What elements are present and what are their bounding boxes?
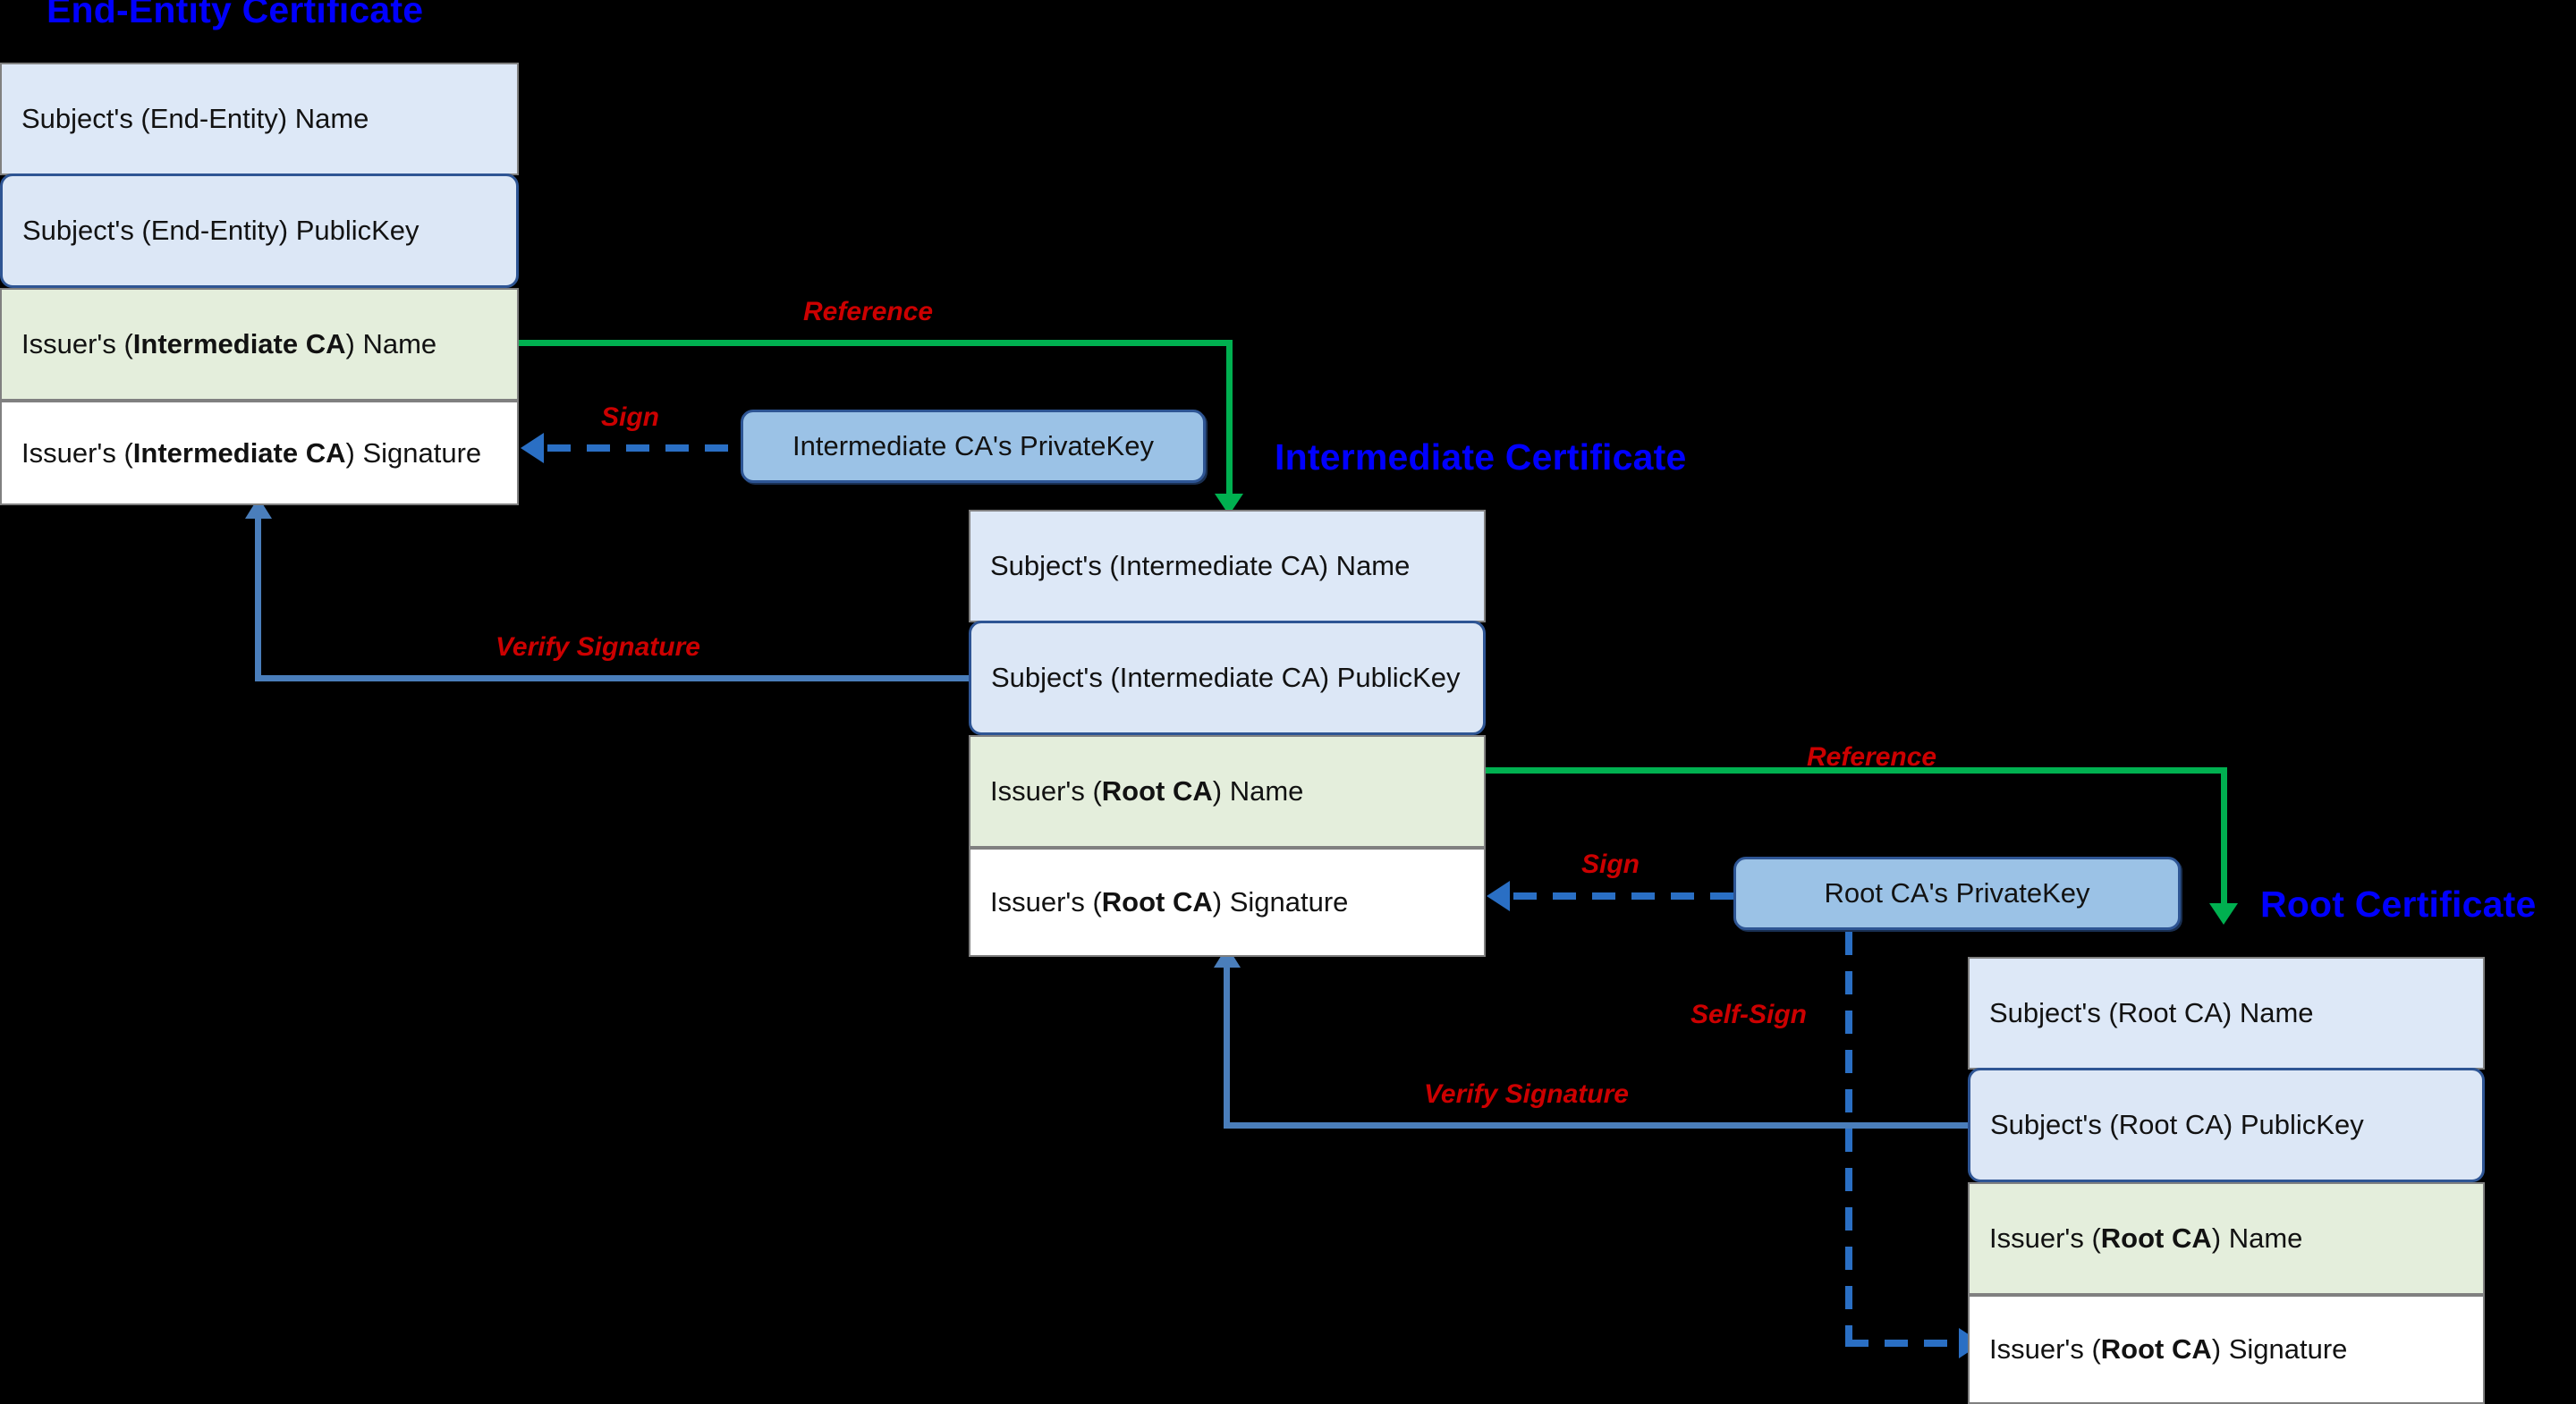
edge-label-sign-2: Sign [1581, 850, 1640, 879]
sign-arrowhead-1 [521, 433, 544, 463]
certificate-intermediate: Subject's (Intermediate CA) Name Subject… [969, 510, 1486, 957]
cert-row-intermediate-subject-publickey[interactable]: Subject's (Intermediate CA) PublicKey [969, 621, 1486, 735]
cert-row-intermediate-subject-name[interactable]: Subject's (Intermediate CA) Name [969, 510, 1486, 622]
cert-row-root-issuer-name[interactable]: Issuer's (Root CA) Name [1968, 1182, 2485, 1295]
row-text: Issuer's (Intermediate CA) Name [21, 328, 437, 359]
edge-label-verify-2: Verify Signature [1424, 1079, 1629, 1109]
row-text: Issuer's (Root CA) Name [990, 775, 1304, 807]
self-sign-dashed-horizontal [1845, 1340, 1965, 1347]
edge-label-sign-1: Sign [601, 402, 659, 432]
cert-title-intermediate: Intermediate Certificate [1275, 436, 1687, 478]
verify-line-horizontal-1 [255, 675, 970, 681]
cert-row-end-entity-subject-name[interactable]: Subject's (End-Entity) Name [0, 63, 519, 175]
row-text: Subject's (Intermediate CA) PublicKey [991, 662, 1461, 693]
reference-line-vertical-1 [1226, 340, 1233, 496]
cert-row-root-subject-publickey[interactable]: Subject's (Root CA) PublicKey [1968, 1068, 2485, 1182]
self-sign-dashed-vertical [1845, 932, 1852, 1343]
sign-arrowhead-2 [1487, 881, 1510, 911]
edge-label-reference-1: Reference [803, 297, 934, 326]
row-text: Subject's (End-Entity) PublicKey [22, 215, 419, 246]
reference-line-horizontal-2 [1483, 767, 2227, 774]
privatekey-intermediate-ca[interactable]: Intermediate CA's PrivateKey [741, 410, 1206, 483]
reference-arrowhead-2 [2209, 903, 2238, 925]
row-text: Issuer's (Root CA) Name [1989, 1222, 2303, 1254]
cert-row-end-entity-issuer-signature[interactable]: Issuer's (Intermediate CA) Signature [0, 401, 519, 505]
cert-row-end-entity-issuer-name[interactable]: Issuer's (Intermediate CA) Name [0, 288, 519, 401]
row-text: Subject's (Root CA) PublicKey [1990, 1109, 2364, 1140]
sign-dashed-line-1 [547, 444, 744, 452]
verify-line-vertical-1 [255, 517, 261, 678]
sign-dashed-line-2 [1513, 892, 1737, 900]
verify-line-vertical-2 [1224, 966, 1230, 1125]
row-text: Issuer's (Intermediate CA) Signature [21, 436, 482, 469]
cert-row-intermediate-issuer-signature[interactable]: Issuer's (Root CA) Signature [969, 848, 1486, 957]
row-text: Issuer's (Root CA) Signature [990, 886, 1349, 918]
cert-title-end-entity: End-Entity Certificate [47, 0, 424, 30]
privatekey-label: Root CA's PrivateKey [1824, 877, 2090, 909]
reference-line-vertical-2 [2221, 767, 2227, 906]
cert-row-root-issuer-signature[interactable]: Issuer's (Root CA) Signature [1968, 1295, 2485, 1404]
cert-title-root: Root Certificate [2260, 884, 2537, 925]
row-text: Subject's (End-Entity) Name [21, 103, 369, 134]
cert-row-end-entity-subject-publickey[interactable]: Subject's (End-Entity) PublicKey [0, 173, 519, 288]
edge-label-reference-2: Reference [1807, 742, 1937, 772]
cert-row-root-subject-name[interactable]: Subject's (Root CA) Name [1968, 957, 2485, 1070]
edge-label-self-sign: Self-Sign [1690, 1000, 1808, 1029]
privatekey-label: Intermediate CA's PrivateKey [792, 430, 1154, 461]
cert-row-intermediate-issuer-name[interactable]: Issuer's (Root CA) Name [969, 735, 1486, 848]
privatekey-root-ca[interactable]: Root CA's PrivateKey [1733, 857, 2181, 930]
reference-line-horizontal-1 [517, 340, 1233, 346]
row-text: Issuer's (Root CA) Signature [1989, 1333, 2348, 1365]
row-text: Subject's (Intermediate CA) Name [990, 550, 1411, 581]
certificate-end-entity: Subject's (End-Entity) Name Subject's (E… [0, 63, 519, 505]
edge-label-verify-1: Verify Signature [496, 632, 700, 662]
verify-line-horizontal-2 [1224, 1122, 1968, 1129]
certificate-root: Subject's (Root CA) Name Subject's (Root… [1968, 957, 2485, 1404]
row-text: Subject's (Root CA) Name [1989, 997, 2314, 1028]
